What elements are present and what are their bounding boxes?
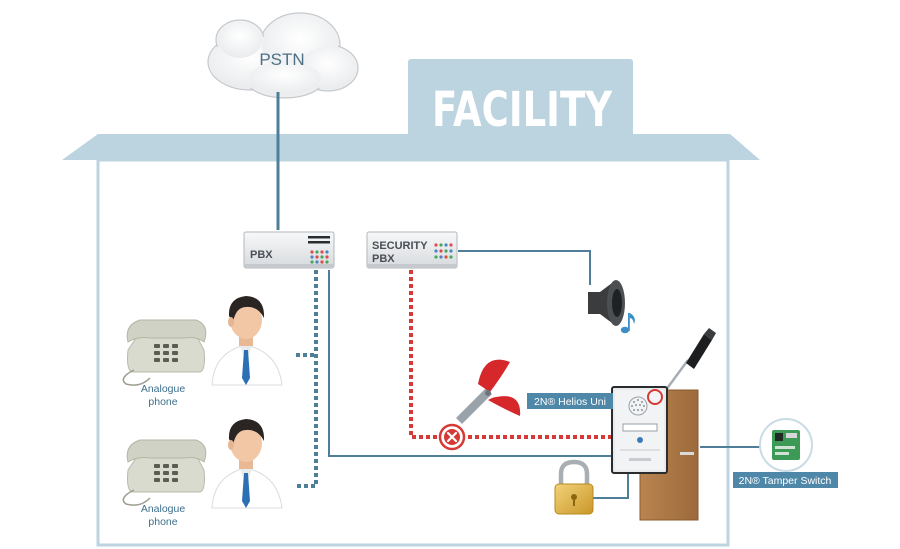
helios-uni-tag: 2N® Helios Uni bbox=[527, 393, 613, 409]
analogue-phone-2: Analogue phone bbox=[122, 439, 207, 528]
security-pbx-label-line1: SECURITY bbox=[372, 240, 428, 252]
security-pbx-to-speaker-line bbox=[458, 250, 591, 285]
security-pbx-label-line2: PBX bbox=[372, 253, 395, 265]
tamper-switch-label: 2N® Tamper Switch bbox=[739, 475, 832, 487]
pbx-to-phones-dotted-line bbox=[296, 270, 318, 488]
intercom-tamper-highlight bbox=[647, 389, 663, 405]
person-1-avatar bbox=[211, 296, 283, 386]
padlock-icon bbox=[554, 459, 594, 515]
building: FACILITY bbox=[62, 59, 760, 547]
analogue-phone-2-label-line1: Analogue bbox=[141, 503, 186, 515]
wires bbox=[276, 92, 760, 499]
pbx-device: PBX bbox=[243, 231, 335, 269]
helios-uni-intercom bbox=[611, 386, 668, 474]
helios-uni-label: 2N® Helios Uni bbox=[534, 396, 606, 408]
pbx-to-intercom-line bbox=[328, 270, 612, 457]
tamper-switch-device bbox=[759, 418, 813, 472]
pstn-cloud: PSTN bbox=[207, 12, 359, 99]
cut-wire-icon bbox=[438, 423, 466, 451]
facility-title: FACILITY bbox=[432, 82, 613, 138]
door-handle bbox=[680, 452, 694, 455]
analogue-phone-1-label-line2: phone bbox=[148, 396, 177, 408]
tamper-switch-tag: 2N® Tamper Switch bbox=[733, 472, 838, 488]
pbx-label: PBX bbox=[250, 249, 273, 261]
security-pbx-status-leds bbox=[434, 243, 453, 259]
pbx-status-leds bbox=[310, 250, 329, 264]
analogue-phone-1-label-line1: Analogue bbox=[141, 383, 186, 395]
intercom-call-button bbox=[637, 437, 643, 443]
pstn-label: PSTN bbox=[259, 50, 304, 69]
person-2-avatar bbox=[211, 419, 283, 509]
music-note-icon bbox=[620, 313, 635, 334]
building-roof bbox=[62, 134, 760, 160]
pliers-icon bbox=[456, 359, 521, 424]
speaker-icon bbox=[588, 280, 625, 326]
analogue-phone-2-label-line2: phone bbox=[148, 516, 177, 528]
facility-sign-background bbox=[408, 59, 633, 139]
security-pbx-device: SECURITY PBX bbox=[366, 231, 458, 269]
intercom-speaker-grille bbox=[631, 399, 645, 411]
screwdriver-icon bbox=[658, 328, 716, 399]
lock-to-intercom-line bbox=[593, 472, 629, 499]
building-walls bbox=[96, 158, 730, 547]
security-pbx-to-intercom-dotted-line bbox=[409, 270, 612, 439]
analogue-phone-1: Analogue phone bbox=[122, 319, 207, 408]
